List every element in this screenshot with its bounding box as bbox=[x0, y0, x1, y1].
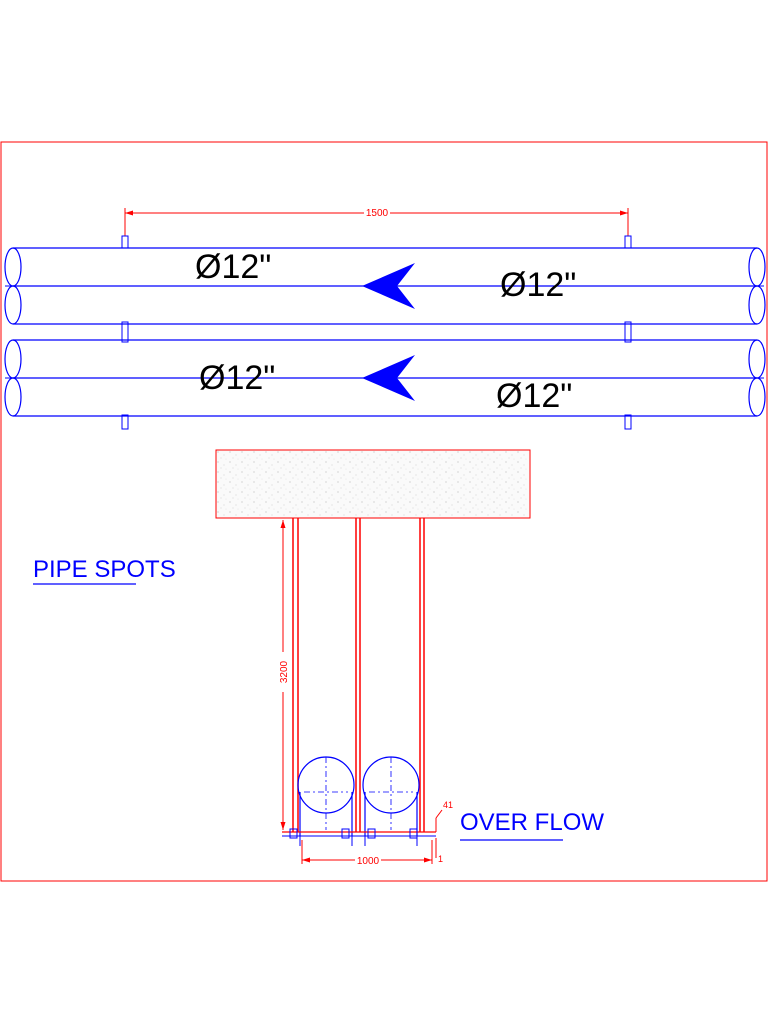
dimension-1-label: 1 bbox=[438, 854, 443, 864]
pipe-label-upper-right: Ø12" bbox=[500, 266, 576, 304]
pipe-label-lower-right: Ø12" bbox=[496, 377, 572, 415]
pipe-spots-title: PIPE SPOTS bbox=[33, 556, 176, 583]
dimension-overflow: 41 1 bbox=[435, 800, 453, 864]
vertical-supports bbox=[292, 518, 425, 832]
dimension-1500: 1500 bbox=[124, 206, 629, 236]
drawing-border bbox=[0, 141, 768, 882]
pipe-section-left bbox=[297, 756, 355, 836]
plan-view: 1500 bbox=[4, 206, 766, 430]
dimension-3200-label: 3200 bbox=[279, 660, 290, 683]
pipe-section-right bbox=[362, 756, 420, 836]
flow-arrow-lower bbox=[362, 355, 415, 401]
flow-arrow-upper bbox=[362, 263, 415, 309]
dimension-1000-label: 1000 bbox=[357, 856, 380, 867]
pipe-label-lower-left: Ø12" bbox=[199, 359, 275, 397]
dimension-1500-label: 1500 bbox=[366, 208, 389, 219]
base-plate bbox=[282, 828, 436, 846]
section-view: 3200 bbox=[33, 449, 604, 867]
dimension-1000: 1000 bbox=[301, 840, 433, 867]
pipe-label-upper-left: Ø12" bbox=[195, 248, 271, 286]
dimension-41-label: 41 bbox=[443, 800, 453, 810]
dimension-3200: 3200 bbox=[276, 517, 291, 830]
concrete-slab bbox=[215, 449, 531, 519]
overflow-label: OVER FLOW bbox=[460, 809, 604, 836]
